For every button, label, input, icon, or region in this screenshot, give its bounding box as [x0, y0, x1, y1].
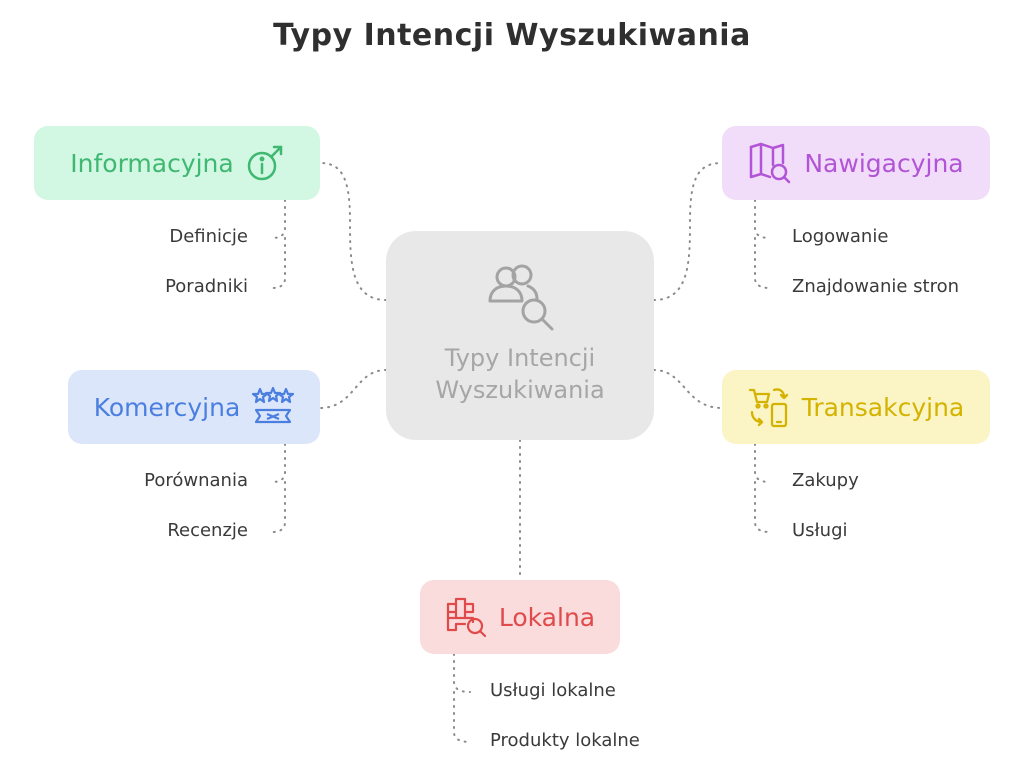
node-lokalna: Lokalna [420, 580, 620, 654]
info-pointer-icon [246, 144, 284, 182]
stars-badge-icon [252, 386, 295, 428]
node-nawigacyjna-label: Nawigacyjna [804, 148, 964, 178]
diagram-title: Typy Intencji Wyszukiwania [273, 18, 751, 53]
local-search-icon [445, 596, 487, 638]
leaf-recenzje: Recenzje [167, 520, 248, 541]
node-transakcyjna-label: Transakcyjna [801, 392, 965, 422]
node-komercyjna-label: Komercyjna [93, 392, 241, 422]
node-transakcyjna: Transakcyjna [722, 370, 990, 444]
node-nawigacyjna: Nawigacyjna [722, 126, 990, 200]
leaf-definicje: Definicje [169, 226, 248, 247]
node-komercyjna: Komercyjna [68, 370, 320, 444]
people-search-icon [484, 261, 556, 337]
leaf-uslugi: Usługi [792, 520, 848, 541]
node-informacyjna-label: Informacyjna [70, 148, 234, 178]
leaf-uslugi-lokalne: Usługi lokalne [490, 680, 616, 701]
center-label-line1: Typy Intencji [444, 344, 596, 372]
leaf-znajdowanie-stron: Znajdowanie stron [792, 276, 960, 297]
leaf-logowanie: Logowanie [792, 226, 889, 247]
leaf-poradniki: Poradniki [165, 276, 248, 297]
center-label: Typy Intencji Wyszukiwania [386, 342, 654, 406]
leaf-porownania: Porównania [144, 470, 248, 491]
map-search-icon [748, 141, 792, 185]
cart-phone-icon [748, 386, 790, 428]
center-label-line2: Wyszukiwania [435, 376, 605, 404]
leaf-produkty-lokalne: Produkty lokalne [490, 730, 640, 751]
node-lokalna-label: Lokalna [498, 602, 596, 632]
leaf-zakupy: Zakupy [792, 470, 859, 491]
node-informacyjna: Informacyjna [34, 126, 320, 200]
